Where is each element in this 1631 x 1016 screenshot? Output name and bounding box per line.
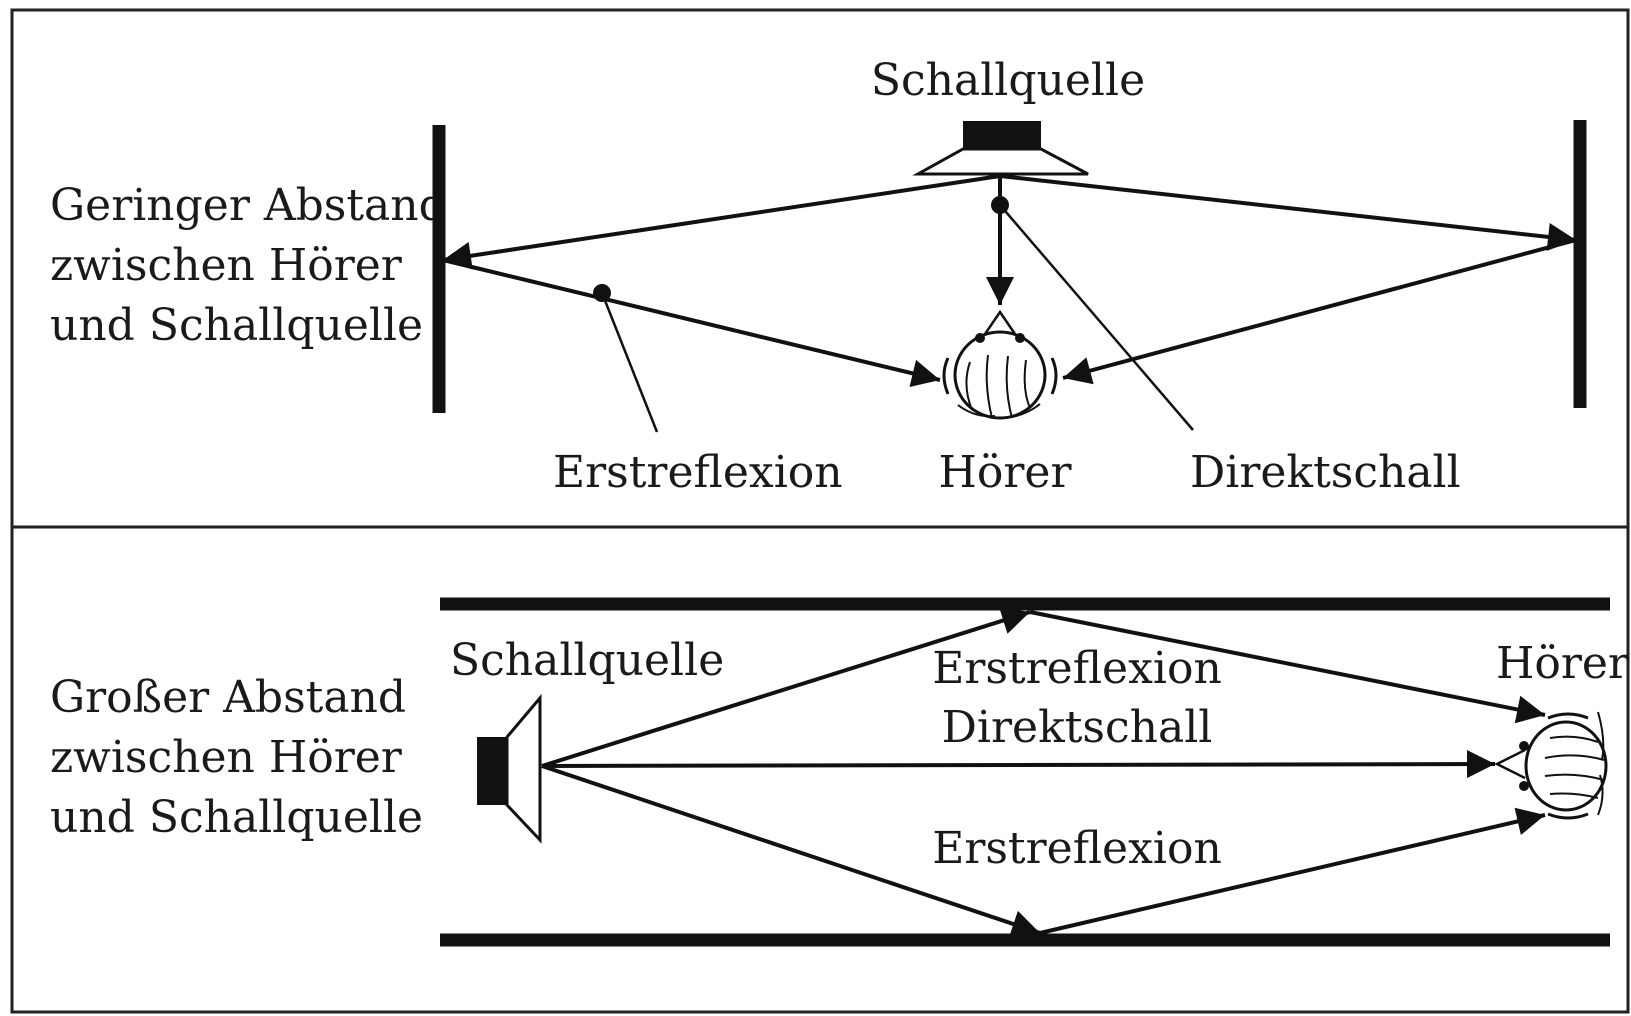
figure-frame (10, 8, 1630, 1014)
top-reflection-left-to-listener (442, 258, 941, 388)
top-listener-label: Hörer (939, 447, 1073, 498)
panel-bottom: Großer Abstand zwischen Hörer und Schall… (50, 597, 1630, 947)
top-first-reflection-label: Erstreflexion (553, 447, 843, 498)
top-source-label: Schallquelle (871, 55, 1145, 106)
bottom-direct-sound-ray (541, 750, 1496, 779)
bottom-ray-to-bottom-wall (541, 764, 1041, 938)
top-ray-to-left-wall (442, 174, 1001, 270)
bottom-reflection-top-to-listener (1029, 610, 1546, 724)
top-listener-head-icon (942, 309, 1058, 420)
bottom-direct-sound-label: Direktschall (942, 702, 1213, 753)
top-description-line-1: Geringer Abstand (50, 180, 447, 231)
bottom-listener-head-icon (1494, 711, 1608, 820)
top-direct-sound-label: Direktschall (1190, 447, 1461, 498)
bottom-first-reflection-top-label: Erstreflexion (932, 643, 1222, 694)
bottom-listener-label: Hörer (1496, 638, 1630, 689)
panel-top: Geringer Abstand zwischen Hörer und Scha… (50, 55, 1587, 498)
bottom-reflection-bottom-to-listener (1039, 807, 1546, 935)
bottom-source-label: Schallquelle (450, 635, 724, 686)
bottom-description-line-3: und Schallquelle (50, 792, 423, 843)
top-reflection-pointer (600, 292, 659, 433)
top-direct-pointer (999, 204, 1194, 431)
top-ray-to-right-wall (999, 174, 1577, 251)
top-description-line-3: und Schallquelle (50, 300, 423, 351)
top-description-line-2: zwischen Hörer (50, 240, 403, 291)
bottom-speaker-icon (477, 693, 542, 844)
top-reflection-right-to-listener (1062, 238, 1577, 385)
bottom-first-reflection-bottom-label: Erstreflexion (932, 823, 1222, 874)
bottom-ray-to-top-wall (541, 607, 1031, 768)
bottom-description-line-1: Großer Abstand (50, 672, 406, 723)
top-speaker-icon (912, 121, 1089, 176)
bottom-description-line-2: zwischen Hörer (50, 732, 403, 783)
